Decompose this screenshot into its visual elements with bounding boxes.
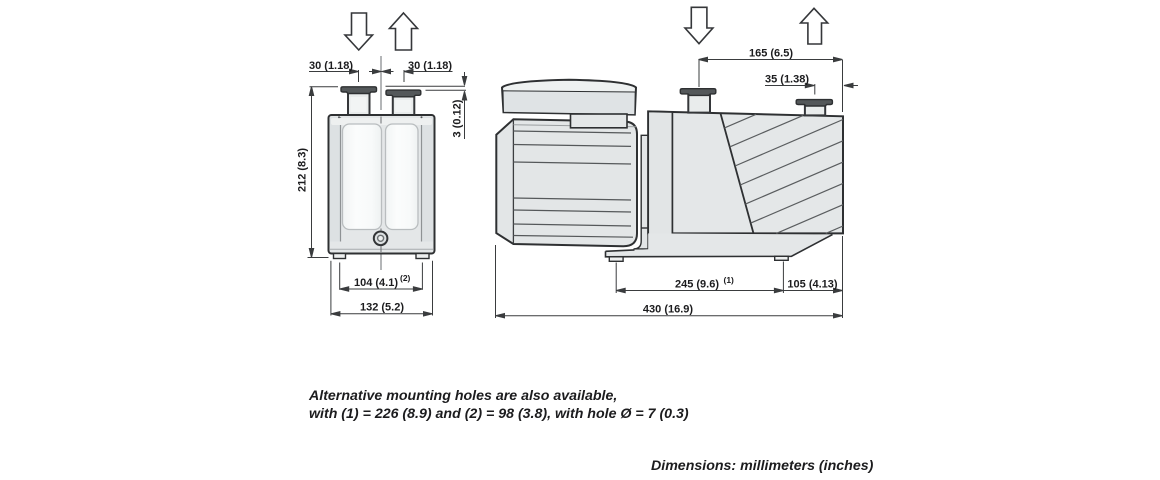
svg-text:165 (6.5): 165 (6.5): [749, 48, 793, 60]
svg-text:430 (16.9): 430 (16.9): [643, 304, 693, 316]
svg-text:105 (4.13): 105 (4.13): [787, 279, 837, 291]
svg-text:30 (1.18): 30 (1.18): [408, 60, 452, 72]
svg-text:Dimensions: millimeters (inche: Dimensions: millimeters (inches): [651, 458, 874, 474]
svg-text:30 (1.18): 30 (1.18): [309, 60, 353, 72]
svg-text:(2): (2): [400, 273, 411, 283]
svg-text:132 (5.2): 132 (5.2): [360, 302, 404, 314]
svg-text:Alternative mounting holes are: Alternative mounting holes are also avai…: [308, 388, 617, 404]
svg-text:(1): (1): [724, 275, 735, 285]
svg-text:35 (1.38): 35 (1.38): [765, 74, 809, 86]
svg-text:with (1) = 226 (8.9) and (2) =: with (1) = 226 (8.9) and (2) = 98 (3.8),…: [309, 406, 689, 422]
svg-text:104 (4.1): 104 (4.1): [354, 277, 398, 289]
svg-text:245 (9.6): 245 (9.6): [675, 279, 719, 291]
svg-text:3 (0.12): 3 (0.12): [452, 99, 464, 137]
svg-text:212 (8.3): 212 (8.3): [297, 148, 309, 192]
